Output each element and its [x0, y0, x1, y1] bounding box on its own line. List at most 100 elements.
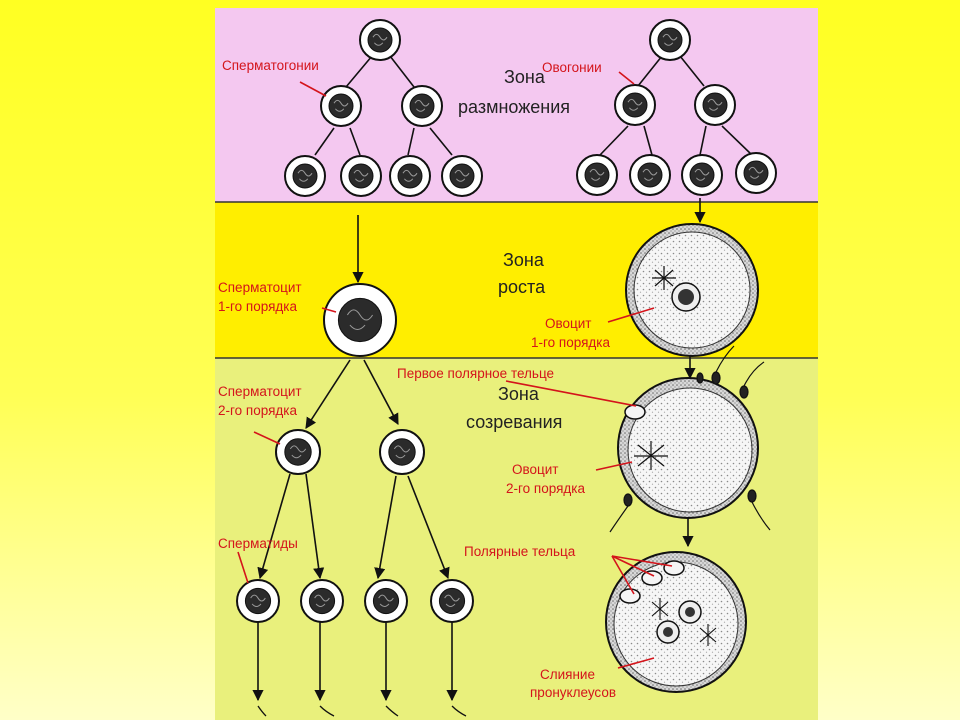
- label-spermatocyte2-line1: Сперматоцит: [218, 384, 302, 399]
- centrosome-star-icon: [651, 598, 717, 646]
- oogonium-cell-chromatin: [589, 168, 605, 181]
- spermatogonium-cell-chromatin: [353, 169, 369, 182]
- oogonium-cell-chromatin: [748, 166, 764, 179]
- oogonium-cell-nucleus: [657, 27, 683, 53]
- label-spermatocyte2-line2: 2-го порядка: [218, 403, 297, 418]
- spermatogonium-cell: [340, 155, 382, 197]
- oogonium-cell: [681, 154, 723, 196]
- first-polar-body-cell: [624, 404, 646, 420]
- oogonium-cell-nucleus: [584, 162, 610, 188]
- label-spermatogonia: Сперматогонии: [222, 58, 319, 73]
- spermatogonium-cell-chromatin: [297, 169, 313, 182]
- spermatid-cell: [364, 579, 408, 623]
- oogonium-cell: [694, 84, 736, 126]
- spermatogonium-cell-nucleus: [328, 93, 354, 119]
- oogonium-cell-nucleus: [743, 160, 769, 186]
- sperm-lineage-connectors: [252, 55, 458, 702]
- oogonium-cell-nucleus: [637, 162, 663, 188]
- label-oocyte2-line2: 2-го порядка: [506, 481, 585, 496]
- label-oocyte1-line1: Овоцит: [545, 316, 592, 331]
- oo-lineage-connectors: [599, 55, 753, 548]
- spermatid-cell-chromatin: [444, 594, 460, 608]
- spermatid-cell-nucleus: [308, 587, 336, 615]
- oogonium-cell-nucleus: [689, 162, 715, 188]
- growth-zone-title-line1: Зона: [503, 250, 545, 270]
- spermatogonium-cell: [320, 85, 362, 127]
- label-polar-bodies: Полярные тельца: [464, 544, 576, 559]
- spermatogonium-cell-chromatin: [402, 169, 418, 182]
- secondary-oocyte: [609, 345, 771, 533]
- secondary-spermatocyte-cell-nucleus: [388, 438, 416, 466]
- spermatogonium-cell-chromatin: [372, 33, 388, 46]
- secondary-spermatocyte-cell: [275, 429, 321, 475]
- oogonium-cell: [649, 19, 691, 61]
- primary-spermatocyte-cell-nucleus: [337, 297, 383, 343]
- spermatid-cell-nucleus: [372, 587, 400, 615]
- primary-oocyte: [625, 223, 759, 357]
- spermatogonium-cell-nucleus: [449, 163, 475, 189]
- label-leader-lines: [237, 71, 673, 669]
- maturation-zone-title-line1: Зона: [498, 384, 540, 404]
- spermatogonium-cell: [359, 19, 401, 61]
- spermatid-cell-chromatin: [314, 594, 330, 608]
- oogonium-cell-nucleus: [702, 92, 728, 118]
- label-oocyte1-line2: 1-го порядка: [531, 335, 610, 350]
- spermatogonium-cell-chromatin: [414, 99, 430, 112]
- oogonium-cell-chromatin: [642, 168, 658, 181]
- secondary-spermatocyte-cell-chromatin: [393, 445, 411, 459]
- spermatogonium-cell-nucleus: [292, 163, 318, 189]
- polar-body-cell: [619, 588, 641, 604]
- label-first-polar-body: Первое полярное тельце: [397, 366, 554, 381]
- spermatogonium-cell: [441, 155, 483, 197]
- spermatogonium-cell: [284, 155, 326, 197]
- oogonium-cell-chromatin: [707, 98, 723, 111]
- spermatid-cell-nucleus: [244, 587, 272, 615]
- label-oogonia: Овогонии: [542, 60, 602, 75]
- spermatid-cell-chromatin: [378, 594, 394, 608]
- label-pronuclei-fusion-line1: Слияние: [540, 667, 595, 682]
- secondary-spermatocyte-cell-nucleus: [284, 438, 312, 466]
- oogonium-cell-chromatin: [694, 168, 710, 181]
- spermatid-cell: [430, 579, 474, 623]
- primary-spermatocyte-cell: [323, 283, 397, 357]
- oogonium-cell: [576, 154, 618, 196]
- oogonium-cell-chromatin: [662, 33, 678, 46]
- labels: Сперматогонии Овогонии Сперматоцит 1-го …: [218, 58, 616, 700]
- fertilized-egg: [605, 551, 747, 693]
- oogonium-cell-chromatin: [627, 98, 643, 111]
- spermatogonium-cell: [401, 85, 443, 127]
- spindle-icon: [634, 441, 668, 470]
- spermatid-cell-chromatin: [250, 594, 266, 608]
- secondary-spermatocyte-cell-chromatin: [289, 445, 307, 459]
- spermatid-cell-nucleus: [438, 587, 466, 615]
- label-pronuclei-fusion-line2: пронуклеусов: [530, 685, 616, 700]
- spermatid-cell: [236, 579, 280, 623]
- polar-body-cell: [641, 570, 663, 586]
- label-spermatocyte1-line1: Сперматоцит: [218, 280, 302, 295]
- spermatogonium-cell-nucleus: [409, 93, 435, 119]
- reproduction-zone-title-line2: размножения: [458, 97, 570, 117]
- spermatogonium-cell-chromatin: [454, 169, 470, 182]
- oogonium-cell: [735, 152, 777, 194]
- oogonium-cell-nucleus: [622, 92, 648, 118]
- oogonium-cell: [614, 84, 656, 126]
- reproduction-zone-title-line1: Зона: [504, 67, 546, 87]
- sperm-cells-around-oocyte: [609, 345, 771, 533]
- polar-body-cell: [663, 560, 685, 576]
- spermatogonium-cell: [389, 155, 431, 197]
- spermatogonium-cell-nucleus: [367, 27, 393, 53]
- spermatozoa-row: [257, 705, 467, 717]
- spermatogonium-cell-chromatin: [333, 99, 349, 112]
- spermatogonium-cell-nucleus: [348, 163, 374, 189]
- maturation-zone-title-line2: созревания: [466, 412, 562, 432]
- secondary-spermatocyte-cell: [379, 429, 425, 475]
- oogonium-cell: [629, 154, 671, 196]
- centrosome-star-icon: [652, 266, 676, 290]
- spermatogonium-cell-nucleus: [397, 163, 423, 189]
- label-spermatids: Сперматиды: [218, 536, 298, 551]
- label-oocyte2-line1: Овоцит: [512, 462, 559, 477]
- growth-zone-title-line2: роста: [498, 277, 546, 297]
- label-spermatocyte1-line2: 1-го порядка: [218, 299, 297, 314]
- spermatid-cell: [300, 579, 344, 623]
